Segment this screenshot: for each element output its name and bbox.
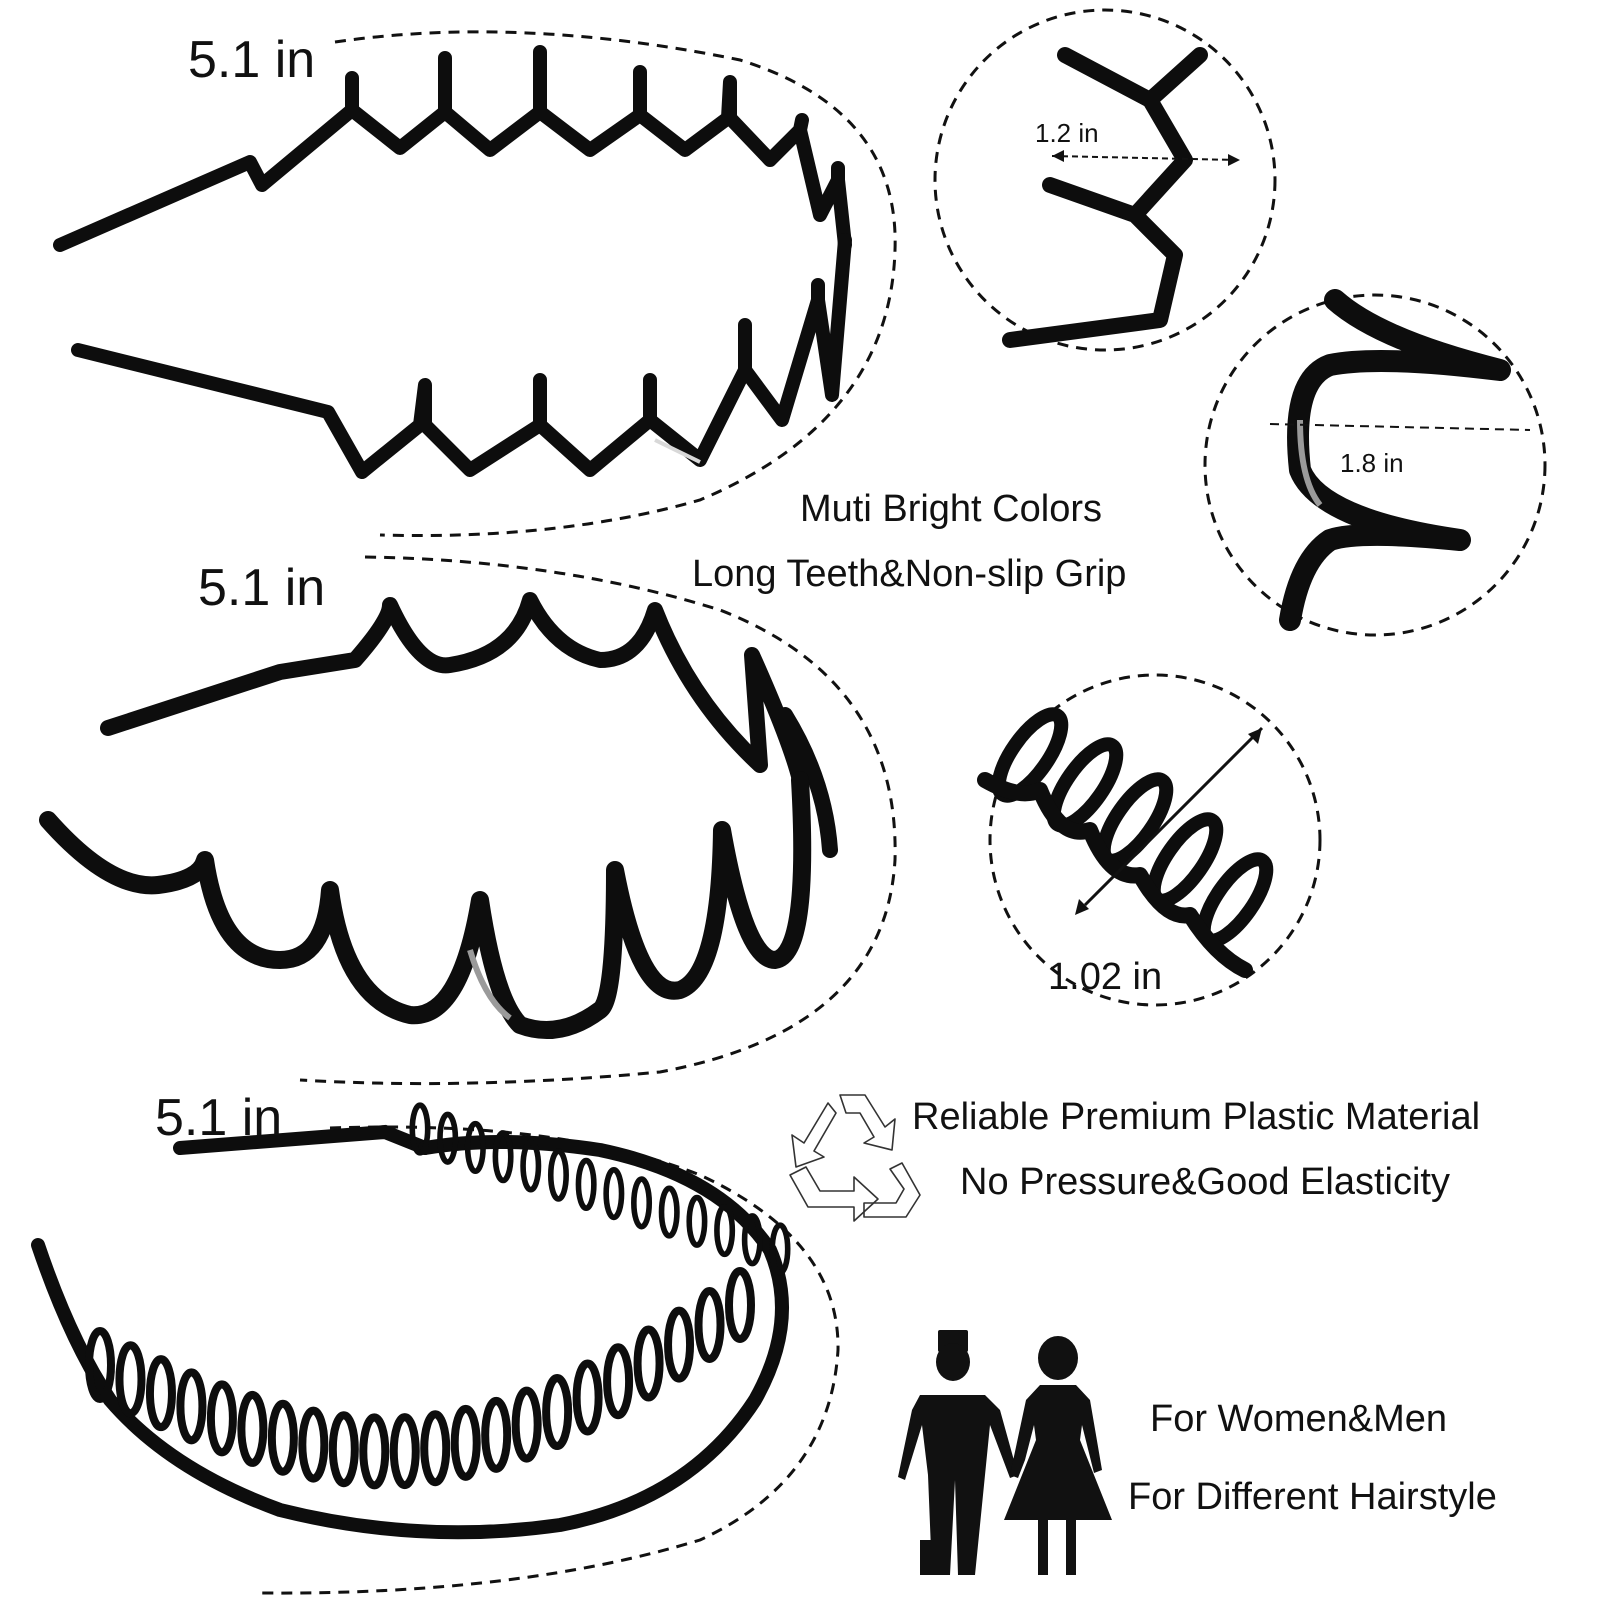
- band1-length-label: 5.1 in: [188, 31, 316, 89]
- detail3-length-label: 1.02 in: [1048, 956, 1163, 998]
- band3-tooth: [85, 1327, 115, 1403]
- band3-tooth: [658, 1185, 680, 1239]
- band3-tooth: [686, 1194, 708, 1248]
- headband-zigzag: [53, 30, 897, 538]
- headband-fine-teeth: [31, 1102, 840, 1595]
- band3-length-label: 5.1 in: [155, 1089, 283, 1147]
- detail1-dashed-circle: [933, 8, 1277, 352]
- band3-tooth: [633, 1325, 664, 1402]
- band3-tooth: [603, 1167, 625, 1221]
- detail3-wave-spine: [977, 772, 1253, 978]
- band3-tooth: [481, 1396, 512, 1473]
- band3-tooth: [328, 1411, 359, 1488]
- band3-tooth: [206, 1380, 237, 1457]
- band3-tooth: [464, 1120, 486, 1175]
- feature-hairstyle: For Different Hairstyle: [1128, 1476, 1497, 1518]
- band3-tooth: [631, 1176, 653, 1230]
- band3-tooth: [572, 1359, 603, 1436]
- feature-grip: Long Teeth&Non-slip Grip: [692, 553, 1127, 595]
- band2-length-label: 5.1 in: [198, 559, 326, 617]
- band3-tooth: [664, 1306, 695, 1383]
- band3-teeth: [85, 1102, 791, 1490]
- band3-tooth: [409, 1102, 431, 1156]
- detail-zigzag-closeup: [933, 8, 1277, 352]
- band2-highlight: [467, 949, 512, 1021]
- band1-highlight: [654, 438, 701, 464]
- detail1-measure-arrow: [1051, 155, 1239, 161]
- band3-tooth: [520, 1139, 542, 1193]
- band2-dashed-outline: [299, 555, 897, 1086]
- band3-tooth: [741, 1213, 763, 1267]
- band2-upper-arm: [100, 592, 838, 858]
- detail-teeth-closeup: [977, 673, 1322, 1007]
- band3-tooth: [725, 1267, 755, 1343]
- band3-tooth: [298, 1406, 329, 1483]
- detail-curve-closeup: [1203, 289, 1547, 637]
- band3-spine: [31, 1135, 789, 1540]
- band3-tooth: [511, 1386, 542, 1463]
- band3-tooth: [437, 1111, 459, 1165]
- band3-tooth: [547, 1148, 569, 1202]
- detail2-width-label: 1.8 in: [1340, 448, 1404, 478]
- band3-tooth: [575, 1157, 597, 1211]
- couple-icon: [898, 1330, 1112, 1575]
- feature-material: Reliable Premium Plastic Material: [912, 1096, 1481, 1138]
- detail2-measure-line: [1269, 423, 1531, 431]
- band3-tooth: [267, 1399, 298, 1476]
- detail3-teeth: [991, 707, 1274, 948]
- detail2-dashed-circle: [1203, 293, 1547, 637]
- band1-lower-arm: [71, 233, 852, 479]
- band1-dashed-outline: [334, 30, 897, 538]
- band3-tooth: [115, 1341, 146, 1418]
- band3-tooth: [176, 1368, 207, 1445]
- feature-colors: Muti Bright Colors: [800, 488, 1102, 530]
- band3-dashed-outline: [261, 1125, 840, 1595]
- band3-tooth: [359, 1413, 390, 1490]
- band3-tooth: [714, 1203, 736, 1258]
- detail1-zigzag-shape: [1002, 47, 1208, 348]
- band1-upper-arm: [53, 45, 852, 252]
- band3-tooth: [542, 1374, 573, 1451]
- detail3-measure-arrow: [1083, 726, 1264, 907]
- detail3-dashed-circle: [988, 673, 1322, 1007]
- band3-tooth: [237, 1390, 268, 1467]
- feature-elasticity: No Pressure&Good Elasticity: [960, 1161, 1450, 1203]
- band3-tooth: [145, 1355, 176, 1432]
- band3-tooth: [420, 1410, 451, 1487]
- band3-tooth: [769, 1222, 791, 1276]
- feature-audience: For Women&Men: [1150, 1398, 1448, 1440]
- headband-wavy: [39, 555, 897, 1086]
- band2-lower-arm: [39, 771, 812, 1039]
- detail1-width-label: 1.2 in: [1035, 118, 1099, 148]
- recycle-icon: [789, 1094, 921, 1222]
- band3-tooth: [450, 1404, 481, 1481]
- band3-tooth: [389, 1413, 420, 1490]
- detail2-curve-shape: [1279, 289, 1511, 631]
- band3-tooth: [694, 1286, 725, 1363]
- band3-tooth: [492, 1130, 514, 1184]
- band3-tooth: [603, 1343, 634, 1420]
